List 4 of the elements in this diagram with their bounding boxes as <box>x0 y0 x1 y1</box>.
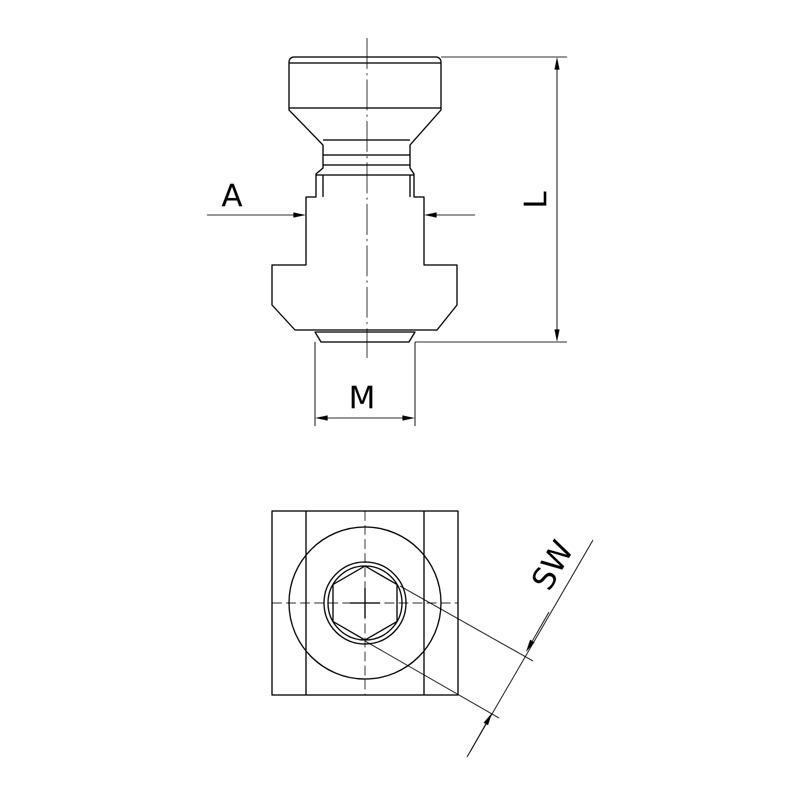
dimension-label: L <box>524 192 546 206</box>
dimension-label: A <box>222 184 242 206</box>
dimension-label: M <box>352 386 372 408</box>
dimension-label: SW <box>532 538 571 590</box>
